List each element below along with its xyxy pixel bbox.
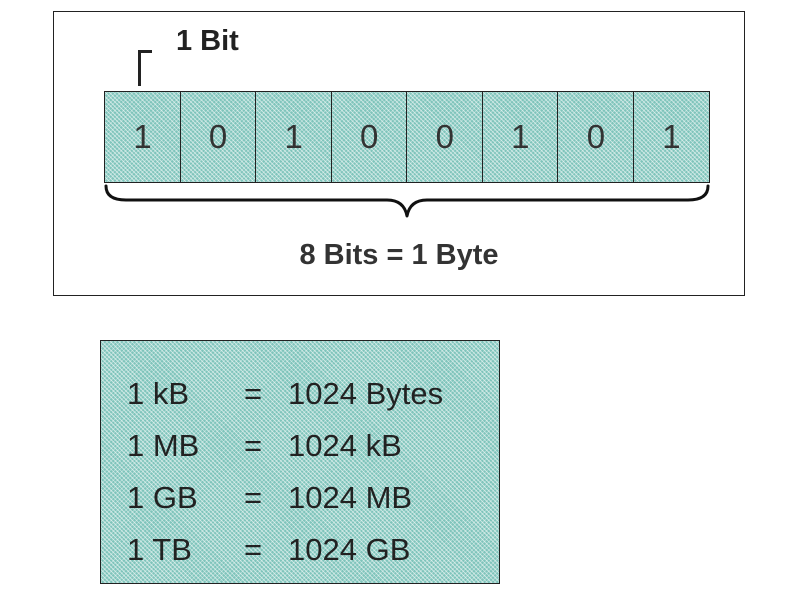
unit-name: 1 kB [127,376,190,411]
bits-row: 1 0 1 0 0 1 0 1 [104,91,710,183]
unit-name: 1 TB [127,532,192,567]
bit-cell: 0 [179,91,257,183]
unit-value: 1024 MB [288,480,413,515]
byte-caption: 8 Bits = 1 Byte [299,239,499,271]
bit-cell: 0 [557,91,635,183]
unit-row: 1 TB = 1024 GB [101,524,499,576]
byte-brace [104,184,710,218]
bit-cell: 1 [632,91,710,183]
equals-sign: = [244,532,263,567]
bit-cell: 1 [104,91,182,183]
unit-value: 1024 kB [288,428,402,463]
unit-row: 1 kB = 1024 Bytes [101,368,499,420]
unit-row: 1 GB = 1024 MB [101,472,499,524]
unit-row: 1 MB = 1024 kB [101,420,499,472]
unit-value: 1024 GB [288,532,411,567]
bit-label: 1 Bit [176,25,239,57]
equals-sign: = [244,376,263,411]
bit-cell: 0 [406,91,484,183]
bit-cell: 0 [330,91,408,183]
equals-sign: = [244,428,263,463]
equals-sign: = [244,480,263,515]
bit-cell: 1 [481,91,559,183]
unit-name: 1 GB [127,480,198,515]
bit-cell: 1 [255,91,333,183]
unit-value: 1024 Bytes [288,376,444,411]
bit-pointer-bracket [138,50,152,86]
unit-name: 1 MB [127,428,200,463]
units-table: 1 kB = 1024 Bytes 1 MB = 1024 kB 1 GB = … [100,340,500,584]
